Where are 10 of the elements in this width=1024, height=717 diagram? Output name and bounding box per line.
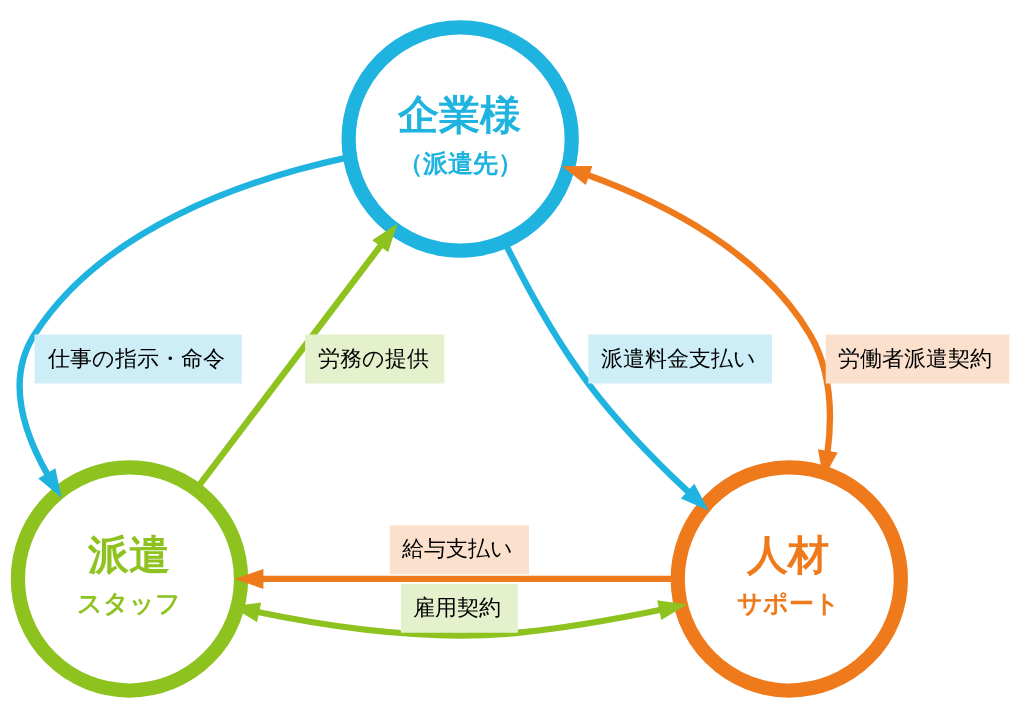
node-circle: 人材 サポート xyxy=(670,459,908,698)
edge-label: 仕事の指示・命令 xyxy=(47,344,225,371)
arrow xyxy=(195,223,398,488)
edge-label: 労務の提供 xyxy=(317,344,429,371)
edge-label: 労働者派遣契約 xyxy=(838,344,993,371)
edge-label: 派遣料金支払い xyxy=(601,344,757,371)
node-circle: 派遣 スタッフ xyxy=(10,459,249,698)
edge-label: 雇用契約 xyxy=(413,593,502,620)
node-circle: 企業様 （派遣先） xyxy=(341,19,579,258)
edge-label: 給与支払い xyxy=(402,534,514,561)
